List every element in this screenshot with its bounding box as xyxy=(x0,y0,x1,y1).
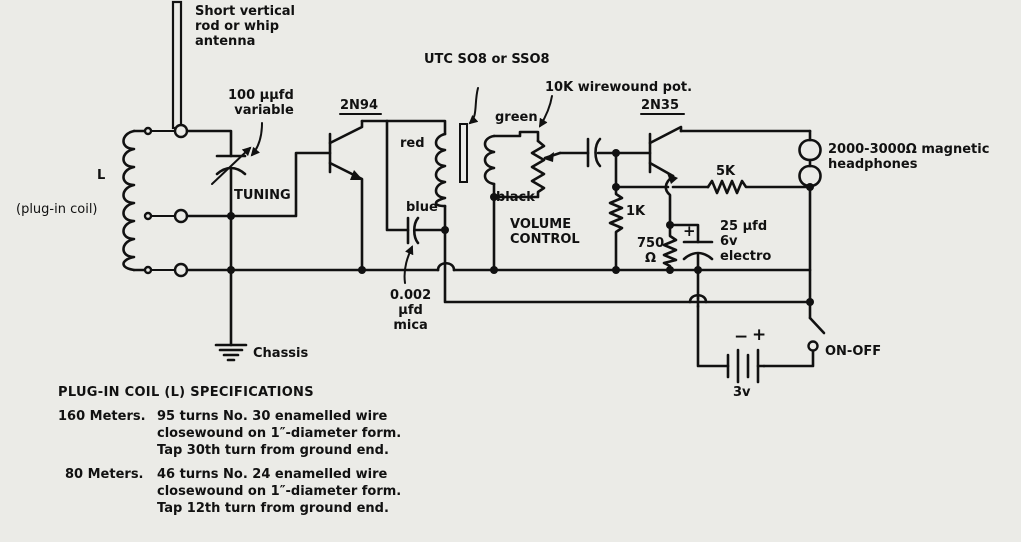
tuning-arrow xyxy=(250,122,263,157)
volume-line-1: VOLUME xyxy=(510,217,572,232)
plug-in-coil-L xyxy=(122,126,177,275)
battery-3v xyxy=(696,304,766,384)
electro-cap-crossover xyxy=(688,293,708,304)
spec-line: closewound on 1″-diameter form. xyxy=(157,426,402,441)
label-tuning: TUNING xyxy=(234,188,291,203)
antenna-rod xyxy=(171,0,183,130)
label-5k: 5K xyxy=(716,164,736,179)
antenna-line-2: rod or whip xyxy=(195,19,280,34)
label-battery-minus: − xyxy=(734,327,749,347)
label-coil-letter: L xyxy=(97,168,106,183)
label-battery-voltage: 3v xyxy=(733,385,751,400)
label-wire-red: red xyxy=(400,136,425,151)
spec-line: 46 turns No. 24 enamelled wire xyxy=(157,467,388,482)
tuning-cap-line-2: variable xyxy=(234,103,294,118)
pot-arrow xyxy=(538,95,553,128)
chassis-ground xyxy=(214,343,248,362)
volume-line-2: CONTROL xyxy=(510,232,580,247)
resistor-750 xyxy=(662,223,678,272)
mica-cap-line-2: µfd xyxy=(398,303,423,318)
label-chassis: Chassis xyxy=(253,346,309,361)
headphones-line-1: 2000-3000Ω magnetic xyxy=(828,142,990,157)
label-coil-name: (plug-in coil) xyxy=(16,202,98,217)
r750-line-1: 750 xyxy=(637,236,665,251)
spec-band: 160 Meters. xyxy=(58,409,146,424)
mica-cap-line-1: 0.002 xyxy=(390,288,432,303)
label-2n35: 2N35 xyxy=(641,98,680,113)
transistor-2n94 xyxy=(328,119,389,272)
mica-cap-line-3: mica xyxy=(393,318,428,333)
label-750: 750 Ω xyxy=(637,236,664,266)
transformer-arrow xyxy=(468,87,479,125)
coil-terminal-bottom xyxy=(173,262,189,278)
spec-line: closewound on 1″-diameter form. xyxy=(157,484,402,499)
spec-row-80m: 80 Meters. 46 turns No. 24 enamelled wir… xyxy=(58,466,401,517)
resistor-1k xyxy=(608,151,624,272)
label-wire-blue: blue xyxy=(406,200,438,215)
spec-line: Tap 12th turn from ground end. xyxy=(157,501,389,516)
label-switch: ON-OFF xyxy=(825,344,882,359)
junction-dots xyxy=(227,149,814,306)
label-1k: 1K xyxy=(626,204,646,219)
coil-terminal-tap xyxy=(173,208,189,224)
headphones-line-2: headphones xyxy=(828,157,918,172)
spec-lines: 95 turns No. 30 enamelled wire closewoun… xyxy=(157,408,401,459)
on-off-switch xyxy=(762,316,826,368)
electro-cap-line-1: 25 µfd xyxy=(720,219,768,234)
coil-specifications: PLUG-IN COIL (L) SPECIFICATIONS 160 Mete… xyxy=(58,384,401,524)
resistor-5k xyxy=(706,179,812,195)
spec-row-160m: 160 Meters. 95 turns No. 30 enamelled wi… xyxy=(58,408,401,459)
label-2n94: 2N94 xyxy=(340,98,379,113)
headphones xyxy=(798,129,822,320)
coupling-capacitor xyxy=(586,137,652,168)
antenna-line-3: antenna xyxy=(195,34,256,49)
label-transformer: UTC SO8 or SSO8 xyxy=(424,52,550,67)
label-electro-plus: + xyxy=(683,222,696,240)
label-antenna: Short vertical rod or whip antenna xyxy=(195,4,295,49)
tuning-cap-line-1: 100 µµfd xyxy=(228,88,294,103)
mica-cap-arrow xyxy=(403,245,414,284)
label-mica-cap: 0.002 µfd mica xyxy=(390,288,431,333)
electro-cap-line-2: 6v xyxy=(720,234,738,249)
spec-band: 80 Meters. xyxy=(65,467,144,482)
electro-cap-line-3: electro xyxy=(720,249,772,264)
spec-line: Tap 30th turn from ground end. xyxy=(157,443,389,458)
base-wire xyxy=(185,151,332,218)
r750-line-2: Ω xyxy=(645,251,657,266)
antenna-line-1: Short vertical xyxy=(195,4,296,19)
label-volume: VOLUME CONTROL xyxy=(510,217,580,247)
primary-wiring xyxy=(385,119,812,304)
label-battery-plus: + xyxy=(752,325,767,345)
spec-line: 95 turns No. 30 enamelled wire xyxy=(157,409,388,424)
label-tuning-cap: 100 µµfd variable xyxy=(228,88,294,118)
label-headphones: 2000-3000Ω magnetic headphones xyxy=(828,142,989,172)
label-wire-black: black xyxy=(496,190,535,205)
specs-title: PLUG-IN COIL (L) SPECIFICATIONS xyxy=(58,385,314,400)
label-electro-cap: 25 µfd 6v electro xyxy=(720,219,771,264)
tuning-capacitor xyxy=(185,129,252,347)
label-wire-green: green xyxy=(495,110,538,125)
coil-terminal-top xyxy=(173,123,189,139)
spec-lines: 46 turns No. 24 enamelled wire closewoun… xyxy=(157,466,401,517)
interstage-transformer xyxy=(434,123,540,272)
volume-pot xyxy=(492,139,590,199)
transistor-2n35 xyxy=(648,125,812,227)
label-pot: 10K wirewound pot. xyxy=(545,80,693,95)
